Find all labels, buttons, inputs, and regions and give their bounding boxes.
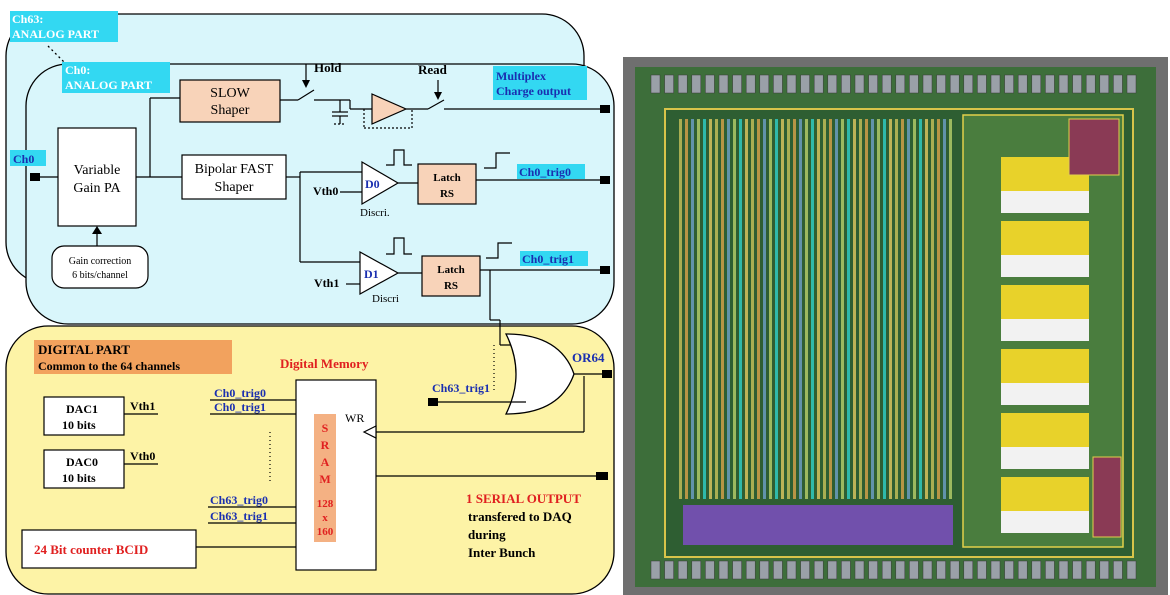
serial-title: 1 SERIAL OUTPUT	[466, 491, 581, 506]
ch63-trig1-pin	[428, 398, 438, 406]
memory-title: Digital Memory	[280, 356, 369, 371]
sram-dim: x	[322, 512, 328, 524]
read-label: Read	[418, 62, 448, 77]
ch63-tag-line1: Ch63:	[12, 12, 43, 26]
or64-pin	[602, 370, 612, 378]
latch1-line2: RS	[444, 280, 458, 292]
discri0-label: Discri.	[360, 207, 390, 219]
block-diagram: Ch63: ANALOG PART Ch0: ANALOG PART Ch0 V…	[0, 0, 620, 595]
latch1-line1: Latch	[437, 264, 465, 276]
gain-correction-box	[52, 246, 148, 288]
sram-letter: S	[322, 421, 329, 435]
slow-line2: Shaper	[211, 103, 250, 118]
preamp-line2: Gain PA	[73, 181, 121, 196]
gain-line2: 6 bits/channel	[72, 270, 128, 281]
vth0-label: Vth0	[313, 184, 338, 198]
serial-line2: during	[468, 527, 506, 542]
serial-line1: transfered to DAQ	[468, 509, 572, 524]
in-trig1-label: Ch0_trig1	[214, 400, 266, 414]
d0-label: D0	[365, 177, 380, 191]
sram-dim: 128	[317, 498, 334, 510]
in-trig63-0-label: Ch63_trig0	[210, 493, 268, 507]
or64-label: OR64	[572, 350, 605, 365]
in-trig0-label: Ch0_trig0	[214, 386, 266, 400]
ch0-input-label: Ch0	[13, 152, 34, 166]
sram-letter: R	[321, 438, 330, 452]
multiplex-line2: Charge output	[496, 84, 571, 98]
ch63-trig1-label: Ch63_trig1	[432, 381, 490, 395]
dac1-line2: 10 bits	[62, 418, 96, 432]
latch0-line1: Latch	[433, 172, 461, 184]
hold-label: Hold	[314, 60, 342, 75]
dac0-line2: 10 bits	[62, 471, 96, 485]
ch0-tag-line2: ANALOG PART	[65, 78, 152, 92]
dac0-vth0: Vth0	[130, 449, 155, 463]
trig1-pin	[600, 266, 610, 274]
in-trig63-1-label: Ch63_trig1	[210, 509, 268, 523]
vth1-label: Vth1	[314, 276, 339, 290]
fast-line1: Bipolar FAST	[195, 162, 274, 177]
trig0-label: Ch0_trig0	[519, 165, 571, 179]
sram-letter: M	[319, 472, 330, 486]
digital-title-line1: DIGITAL PART	[38, 342, 130, 357]
d1-label: D1	[364, 267, 379, 281]
sram-letter: A	[321, 455, 330, 469]
sram-dim: 160	[317, 526, 334, 538]
dac1-line1: DAC1	[66, 402, 98, 416]
trig0-pin	[600, 176, 610, 184]
trig1-label: Ch0_trig1	[522, 252, 574, 266]
wr-label: WR	[345, 411, 364, 425]
slow-line1: SLOW	[210, 86, 250, 101]
discri1-label: Discri	[372, 293, 399, 305]
chip-layout-image	[623, 57, 1168, 595]
ch0-tag-line1: Ch0:	[65, 63, 90, 77]
preamp-line1: Variable	[74, 163, 121, 178]
serial-output-pin	[596, 472, 608, 480]
fast-line2: Shaper	[215, 180, 254, 195]
counter-label: 24 Bit counter BCID	[34, 542, 148, 557]
ch63-tag-line2: ANALOG PART	[12, 27, 99, 41]
serial-line3: Inter Bunch	[468, 545, 536, 560]
dac0-line1: DAC0	[66, 455, 98, 469]
digital-title-line2: Common to the 64 channels	[38, 359, 180, 373]
multiplex-pin	[600, 105, 610, 113]
gain-line1: Gain correction	[69, 256, 131, 267]
multiplex-line1: Multiplex	[496, 69, 546, 83]
ch0-input-pin	[30, 173, 40, 181]
latch0-line2: RS	[440, 188, 454, 200]
dac1-vth1: Vth1	[130, 399, 155, 413]
